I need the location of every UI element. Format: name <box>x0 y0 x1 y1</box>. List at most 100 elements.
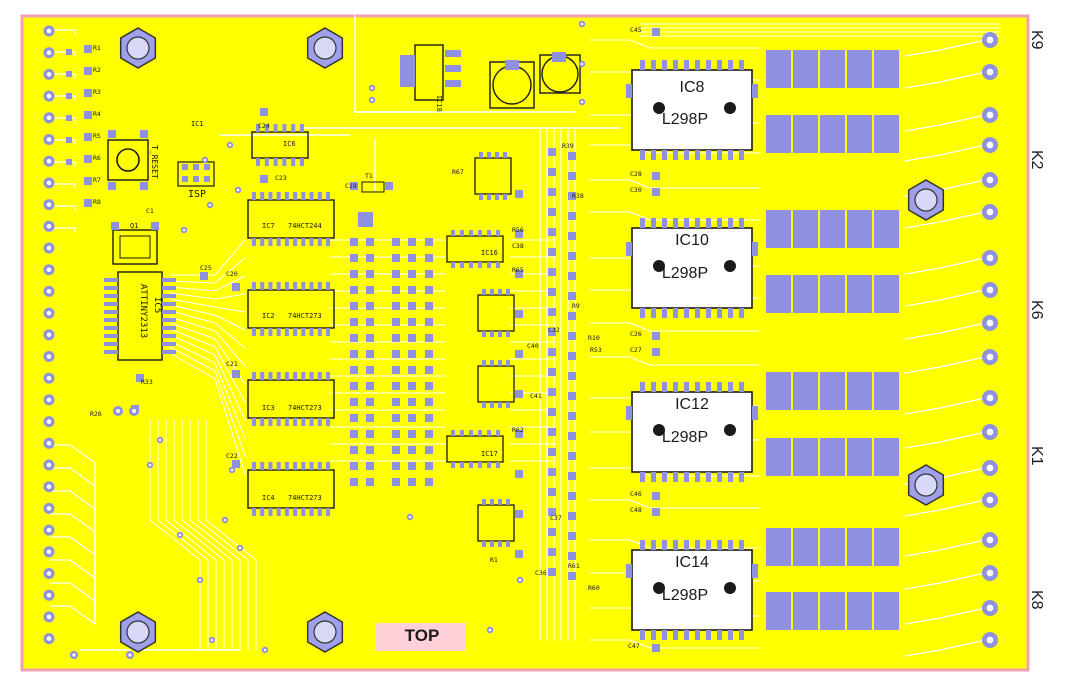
smd-pad <box>350 478 358 486</box>
diode-pad <box>766 115 791 153</box>
smd-pad <box>392 446 400 454</box>
mcu-pin <box>104 294 118 298</box>
smd-pad <box>568 352 576 360</box>
smd-pad <box>425 334 433 342</box>
bundle-trace <box>165 419 217 651</box>
diode-pad <box>874 528 899 566</box>
ic-pin <box>300 124 304 132</box>
bundle-trace <box>173 419 225 651</box>
smd-pad <box>548 148 556 156</box>
small-ic-pin <box>490 541 494 547</box>
smd-pad <box>350 270 358 278</box>
ic-pin <box>268 238 273 246</box>
mcu-fan-trace <box>169 340 246 439</box>
smd-pad <box>366 414 374 422</box>
ic-pin <box>252 238 256 246</box>
ref-label: R61 <box>568 562 580 570</box>
driver-pin <box>684 60 689 70</box>
driver-pin <box>684 540 689 550</box>
mount-hole-inner <box>126 36 150 60</box>
diode-pad <box>820 50 845 88</box>
top-label-box <box>376 623 466 651</box>
logic-ic3-part: 74HCT273 <box>288 404 322 412</box>
pad-hole <box>986 604 994 612</box>
smd-pad <box>350 382 358 390</box>
driver-trace <box>589 179 761 189</box>
mount-hole-inner <box>313 36 337 60</box>
q1-label: Q1 <box>130 222 138 230</box>
switch-pad <box>140 182 148 190</box>
smd-pad <box>552 52 566 62</box>
driver-pin <box>706 308 711 318</box>
logic-ic2-ref: IC2 <box>262 312 275 320</box>
switch-pad <box>108 182 116 190</box>
smd-pad <box>350 366 358 374</box>
smd-pad <box>392 462 400 470</box>
mcu-pin <box>104 302 118 306</box>
smd-pad <box>366 382 374 390</box>
ic-pin <box>326 328 330 336</box>
smd-pad <box>151 222 159 230</box>
diode-pad <box>766 528 791 566</box>
resistor-pad <box>66 49 72 55</box>
smd-pad <box>568 432 576 440</box>
ic-pin <box>478 430 482 436</box>
cap-pad <box>136 374 144 382</box>
driver-pin <box>651 218 656 228</box>
smd-pad <box>392 334 400 342</box>
pad-hole <box>986 176 994 184</box>
driver-pin <box>728 630 733 640</box>
ref-label: C28 <box>630 170 642 178</box>
diode-pad <box>820 592 845 630</box>
small-ic-body <box>477 504 515 542</box>
pad-hole <box>46 592 52 598</box>
smd-pad <box>392 254 400 262</box>
smd-pad <box>350 286 358 294</box>
pad-hole <box>46 549 52 555</box>
pad-hole <box>986 394 994 402</box>
left-pin-trace <box>49 95 76 101</box>
pad-hole <box>986 208 994 216</box>
via-hole <box>370 98 374 102</box>
diode-pad <box>820 275 845 313</box>
driver-pin <box>739 630 744 640</box>
left-pin-trace <box>49 183 76 189</box>
small-ic-pin <box>495 194 499 200</box>
pad-hole <box>986 254 994 262</box>
pad-hole <box>131 408 137 414</box>
ref-label: C27 <box>630 346 642 354</box>
smd-pad <box>548 328 556 336</box>
driver-pin <box>626 564 632 578</box>
mcu-pin <box>104 326 118 330</box>
left-pin-trace <box>49 117 76 123</box>
diode-pad <box>766 372 791 410</box>
diode-pad <box>847 50 872 88</box>
logic-small-body <box>446 435 504 463</box>
ref-label: C47 <box>628 642 640 650</box>
driver-pin <box>739 472 744 482</box>
ref-label: R56 <box>512 226 524 234</box>
smd-pad <box>350 414 358 422</box>
ref-label: R9 <box>572 302 580 310</box>
bundle-trace <box>189 419 241 651</box>
driver-ic14-ref: IC14 <box>675 554 709 571</box>
pad-hole <box>46 245 52 251</box>
driver-pin <box>640 540 645 550</box>
small-ic-pin <box>495 152 499 158</box>
driver-pin <box>640 382 645 392</box>
driver-ic14-part: L298P <box>662 587 708 604</box>
diode-pad <box>847 592 872 630</box>
smd-pad <box>548 368 556 376</box>
resistor-pad <box>84 199 92 207</box>
smd-pad <box>548 268 556 276</box>
connector-trace <box>904 322 986 340</box>
small-ic-pin <box>506 499 510 505</box>
regulator-tab <box>400 55 415 87</box>
driver-pin <box>651 630 656 640</box>
driver-pin <box>684 382 689 392</box>
driver-pin <box>626 406 632 420</box>
driver-pin <box>752 84 758 98</box>
pad-hole <box>46 636 52 641</box>
smd-pad <box>548 288 556 296</box>
ic-pin <box>293 192 298 200</box>
